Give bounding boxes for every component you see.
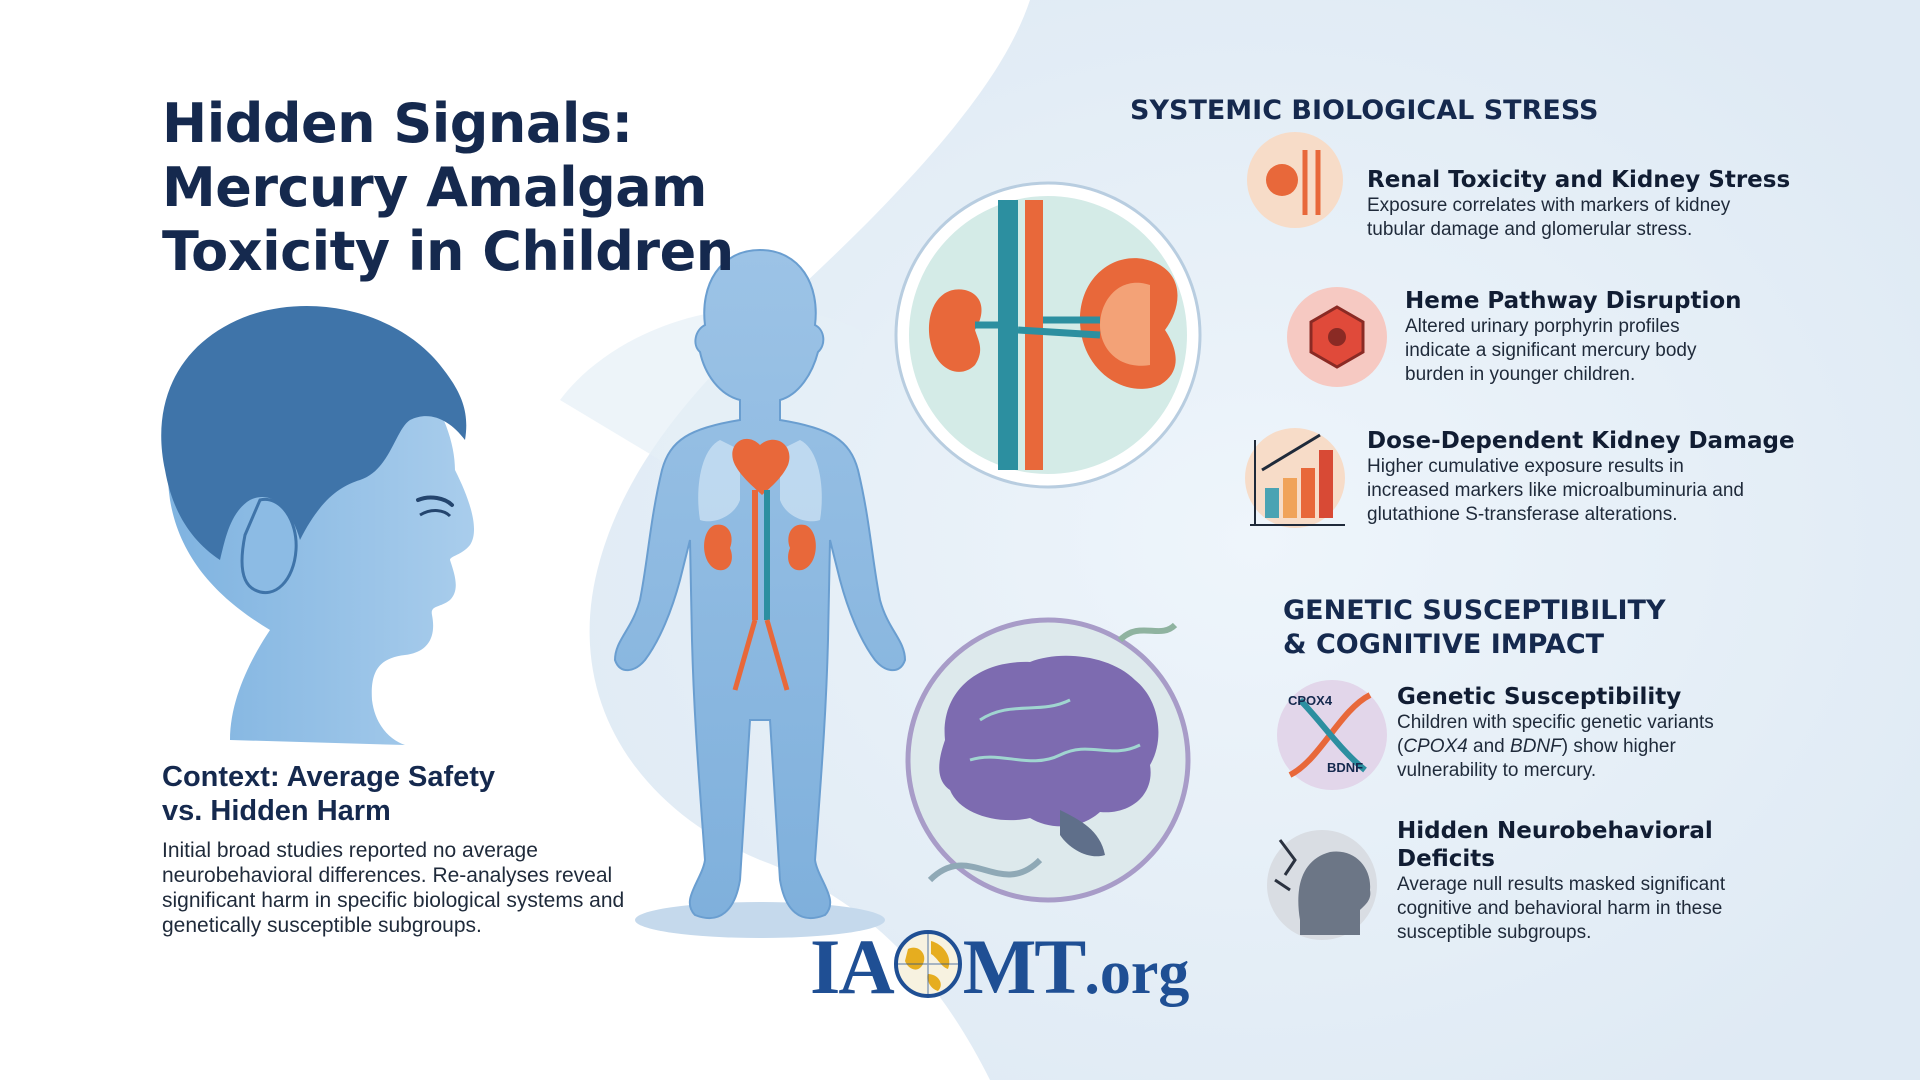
globe-icon xyxy=(893,928,963,1018)
item-title-line: Hidden Neurobehavioral xyxy=(1397,818,1713,844)
item-body-line: Higher cumulative exposure results in xyxy=(1367,456,1684,477)
item-body: Exposure correlates with markers of kidn… xyxy=(1367,194,1790,242)
item-body-line: Exposure correlates with markers of kidn… xyxy=(1367,195,1731,216)
dna-icon xyxy=(1277,680,1387,790)
dna-icon-label-top: CPOX4 xyxy=(1288,693,1333,708)
item-title: Genetic Susceptibility xyxy=(1397,684,1682,710)
item-body-line: burden in younger children. xyxy=(1405,364,1636,385)
item-body-line: Children with specific genetic variants xyxy=(1397,712,1714,733)
dna-icon-label-bottom: BDNF xyxy=(1327,760,1364,775)
iaomt-logo: IA MT.org xyxy=(810,922,1189,1018)
context-body: Initial broad studies reported no averag… xyxy=(162,839,625,937)
line-rest: ) show higher xyxy=(1561,736,1676,757)
heme-molecule-icon xyxy=(1287,287,1387,387)
context-heading: Context: Average Safety vs. Hidden Harm xyxy=(162,760,602,828)
paren-open: ( xyxy=(1397,736,1404,757)
fractured-head-icon xyxy=(1267,830,1377,940)
gene-cpox4: CPOX4 xyxy=(1403,736,1468,757)
item-body-line: indicate a significant mercury body xyxy=(1405,340,1697,361)
item-title: Heme Pathway Disruption xyxy=(1405,288,1742,314)
item-title: Dose-Dependent Kidney Damage xyxy=(1367,428,1795,454)
item-body-line: glutathione S-transferase alterations. xyxy=(1367,504,1678,525)
item-body-line: Average null results masked significant xyxy=(1397,874,1726,895)
item-body-line: susceptible subgroups. xyxy=(1397,922,1592,943)
logo-text-left: IA xyxy=(810,923,895,1010)
item-body-line: tubular damage and glomerular stress. xyxy=(1367,219,1693,240)
logo-text-right: MT xyxy=(962,923,1087,1010)
genetic-heading-line1: GENETIC SUSCEPTIBILITY xyxy=(1283,595,1666,626)
renal-toxicity-item: Renal Toxicity and Kidney Stress Exposur… xyxy=(1367,166,1790,242)
item-body-line: (CPOX4 and BDNF) show higher xyxy=(1397,735,1714,759)
page-title: Hidden Signals: Mercury Amalgam Toxicity… xyxy=(162,92,734,284)
item-body-line: increased markers like microalbuminuria … xyxy=(1367,480,1744,501)
item-body-line: cognitive and behavioral harm in these xyxy=(1397,898,1723,919)
child-profile-head xyxy=(161,306,475,745)
heme-pathway-item: Heme Pathway Disruption Altered urinary … xyxy=(1405,287,1742,387)
kidney-illustration-circle xyxy=(894,181,1202,489)
item-body: Higher cumulative exposure results in in… xyxy=(1367,455,1795,527)
item-body: Children with specific genetic variants … xyxy=(1397,711,1714,783)
genetic-susceptibility-item: Genetic Susceptibility Children with spe… xyxy=(1397,683,1714,783)
item-title: Renal Toxicity and Kidney Stress xyxy=(1367,167,1791,193)
context-heading-line1: Context: Average Safety xyxy=(162,761,496,793)
page-title-line3: Toxicity in Children xyxy=(162,220,734,283)
item-title-line: Deficits xyxy=(1397,846,1495,872)
page-title-line1: Hidden Signals: xyxy=(162,92,633,155)
dose-dependent-item: Dose-Dependent Kidney Damage Higher cumu… xyxy=(1367,427,1795,527)
context-heading-line2: vs. Hidden Harm xyxy=(162,795,391,827)
item-title: Hidden Neurobehavioral Deficits xyxy=(1397,817,1725,873)
item-body: Average null results masked significant … xyxy=(1397,873,1725,945)
rising-bar-chart-icon xyxy=(1245,428,1345,528)
item-body: Altered urinary porphyrin profiles indic… xyxy=(1405,315,1742,387)
child-body-figure xyxy=(613,248,907,938)
page-title-line2: Mercury Amalgam xyxy=(162,156,707,219)
systemic-heading: SYSTEMIC BIOLOGICAL STRESS xyxy=(1130,95,1599,126)
genetic-heading: GENETIC SUSCEPTIBILITY & COGNITIVE IMPAC… xyxy=(1283,594,1666,662)
logo-text-org: .org xyxy=(1084,939,1190,1007)
item-body-line: Altered urinary porphyrin profiles xyxy=(1405,316,1680,337)
kidney-icon xyxy=(1247,132,1343,228)
genetic-heading-line2: & COGNITIVE IMPACT xyxy=(1283,629,1605,660)
conj-and: and xyxy=(1467,736,1511,757)
brain-illustration-circle xyxy=(905,617,1191,903)
neurobehavioral-deficits-item: Hidden Neurobehavioral Deficits Average … xyxy=(1397,817,1725,945)
gene-bdnf: BDNF xyxy=(1510,736,1562,757)
item-body-line: vulnerability to mercury. xyxy=(1397,760,1597,781)
